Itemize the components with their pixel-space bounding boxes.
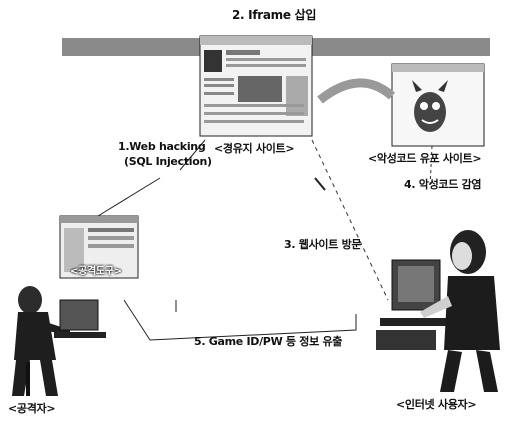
- node-user-label: <인터넷 사용자>: [396, 396, 476, 412]
- waypoint-site-screenshot: [200, 36, 312, 136]
- malware-site-screenshot: [392, 64, 484, 146]
- step-visit-label: 3. 웹사이트 방문: [284, 236, 361, 252]
- node-attacker-label: <공격자>: [8, 400, 55, 416]
- step-leak-label: 5. Game ID/PW 등 정보 유출: [194, 333, 342, 349]
- step-infect-label: 4. 악성코드 감염: [404, 176, 481, 192]
- attack-tool-label: <공격도구>: [70, 262, 122, 277]
- attacker-figure: [12, 286, 106, 396]
- step-iframe-label: 2. Iframe 삽입: [232, 6, 316, 23]
- curved-arrow: [320, 83, 392, 100]
- step-hacking-line2: (SQL Injection): [124, 155, 212, 168]
- hacking-line: [98, 178, 160, 216]
- node-waypoint-label: <경유지 사이트>: [214, 140, 294, 156]
- step-hacking-line1: 1.Web hacking: [118, 140, 205, 153]
- user-figure: [376, 230, 500, 392]
- node-malware-label: <악성코드 유포 사이트>: [368, 150, 481, 166]
